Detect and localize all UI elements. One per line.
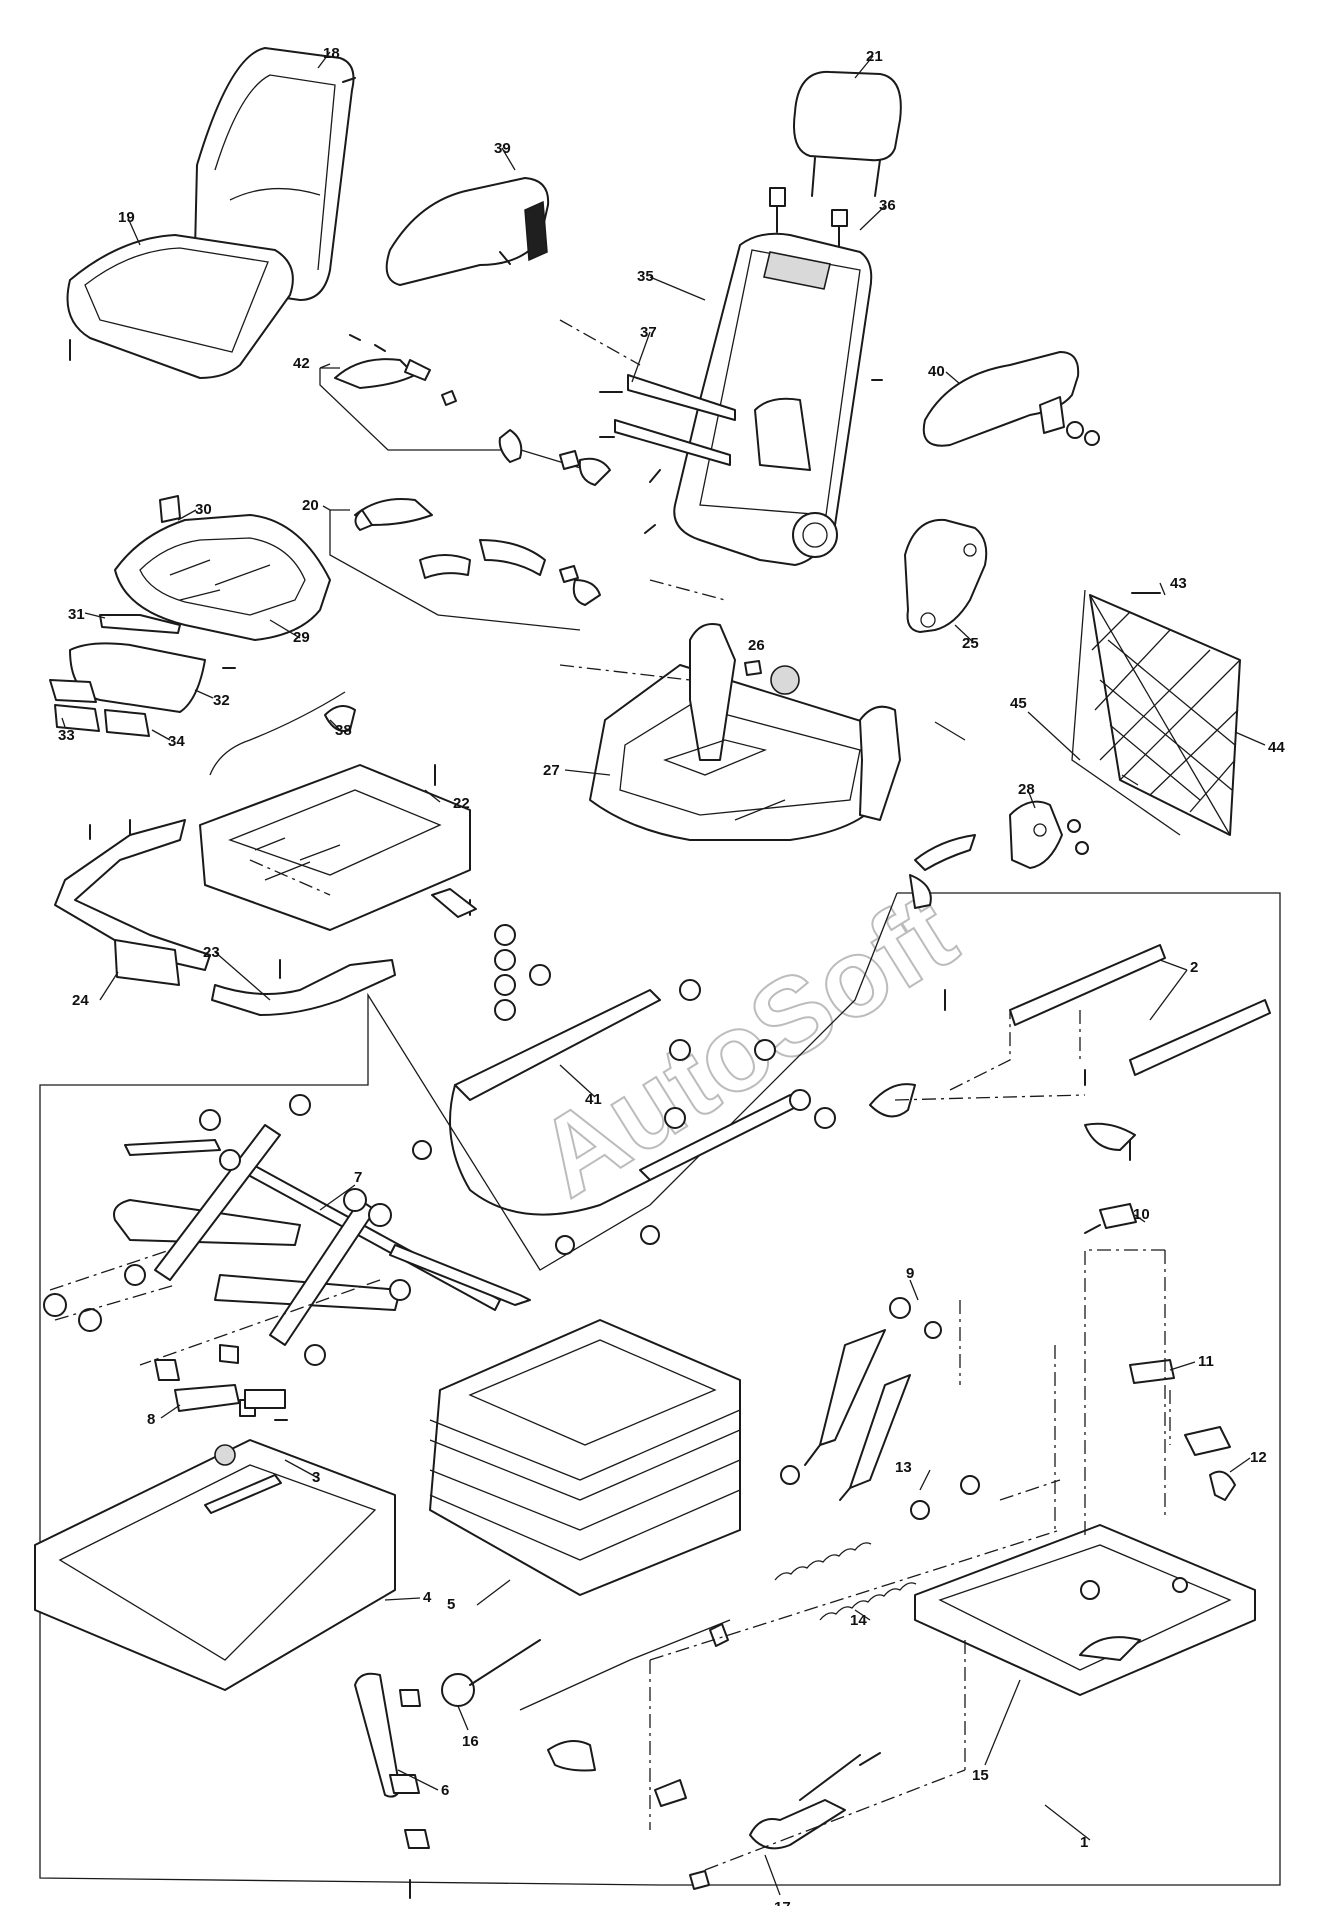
part-seat-cushion (66, 234, 294, 379)
callout-15: 15 (972, 1767, 989, 1784)
callout-45: 45 (1010, 695, 1027, 712)
part-armrest-right (922, 351, 1100, 447)
callout-44: 44 (1268, 739, 1285, 756)
part-armrest-left (385, 177, 550, 286)
callout-39: 39 (494, 140, 511, 157)
part-shock-absorbers (780, 1297, 942, 1501)
assembly-lines (49, 319, 1171, 1871)
part-scissor-linkage (43, 1094, 531, 1366)
part-small-hardware (1084, 1203, 1236, 1501)
part-slide-rails (412, 924, 836, 1255)
callout-2: 2 (1190, 959, 1198, 976)
callout-11: 11 (1198, 1353, 1214, 1370)
callout-37: 37 (640, 324, 657, 341)
callout-12: 12 (1250, 1449, 1267, 1466)
watermark-text: AutoSoft (517, 870, 976, 1220)
callout-38: 38 (335, 722, 352, 739)
part-adjustment-handles (441, 1619, 881, 1890)
part-mounting-plate (34, 1389, 396, 1691)
callout-4: 4 (423, 1589, 432, 1606)
callout-27: 27 (543, 762, 560, 779)
part-lower-base-frame (914, 1524, 1256, 1696)
part-backrest-cushion (194, 47, 356, 301)
callout-25: 25 (962, 635, 979, 652)
callout-42: 42 (293, 355, 310, 372)
part-seat-base-plate (199, 764, 477, 931)
callout-31: 31 (68, 606, 85, 623)
part-headrest (769, 70, 902, 251)
part-seat-frame (589, 623, 901, 841)
callout-6: 6 (441, 1782, 449, 1799)
callout-17: 17 (774, 1899, 791, 1906)
callout-36: 36 (879, 197, 896, 214)
callout-13: 13 (895, 1459, 912, 1476)
callout-19: 19 (118, 209, 135, 226)
part-backrest-bracket (599, 374, 736, 466)
callout-40: 40 (928, 363, 945, 380)
callout-32: 32 (213, 692, 230, 709)
callout-23: 23 (203, 944, 220, 961)
callout-33: 33 (58, 727, 75, 744)
callout-28: 28 (1018, 781, 1035, 798)
callout-7: 7 (354, 1169, 362, 1186)
callout-9: 9 (906, 1265, 914, 1282)
callout-26: 26 (748, 637, 765, 654)
callout-8: 8 (147, 1411, 155, 1428)
callout-43: 43 (1170, 575, 1187, 592)
part-tension-springs (774, 1475, 980, 1621)
part-height-lever (354, 1672, 430, 1899)
leader-lines (61, 51, 1266, 1896)
callout-16: 16 (462, 1733, 479, 1750)
callout-34: 34 (168, 733, 185, 750)
sub-assembly-frame (39, 892, 1281, 1886)
part-seat-belt-lower (329, 498, 601, 631)
part-seat-belt-upper (319, 334, 611, 486)
callout-5: 5 (447, 1596, 455, 1613)
callout-22: 22 (453, 795, 470, 812)
part-suspension-bellows (429, 1319, 741, 1596)
callout-30: 30 (195, 501, 212, 518)
callout-10: 10 (1133, 1206, 1150, 1223)
callout-41: 41 (585, 1091, 602, 1108)
callout-29: 29 (293, 629, 310, 646)
part-side-cover (904, 518, 988, 633)
part-storage-net (1071, 589, 1241, 836)
part-seat-pan (114, 495, 331, 641)
part-recline-adjuster (909, 800, 1089, 909)
callout-3: 3 (312, 1469, 320, 1486)
part-release-cable (209, 691, 356, 776)
callout-35: 35 (637, 268, 654, 285)
part-side-trims (54, 819, 396, 1016)
callout-21: 21 (866, 48, 883, 65)
callout-14: 14 (850, 1612, 867, 1629)
callout-labels: 1 2 3 4 5 6 7 8 9 10 11 12 13 14 15 16 1… (58, 45, 1285, 1906)
part-lower-rails (869, 944, 1271, 1161)
callout-1: 1 (1080, 1834, 1088, 1851)
callout-20: 20 (302, 497, 319, 514)
callout-18: 18 (323, 45, 340, 62)
callout-24: 24 (72, 992, 89, 1009)
part-seat-front-trim (49, 614, 236, 737)
part-backrest-frame (644, 232, 883, 566)
